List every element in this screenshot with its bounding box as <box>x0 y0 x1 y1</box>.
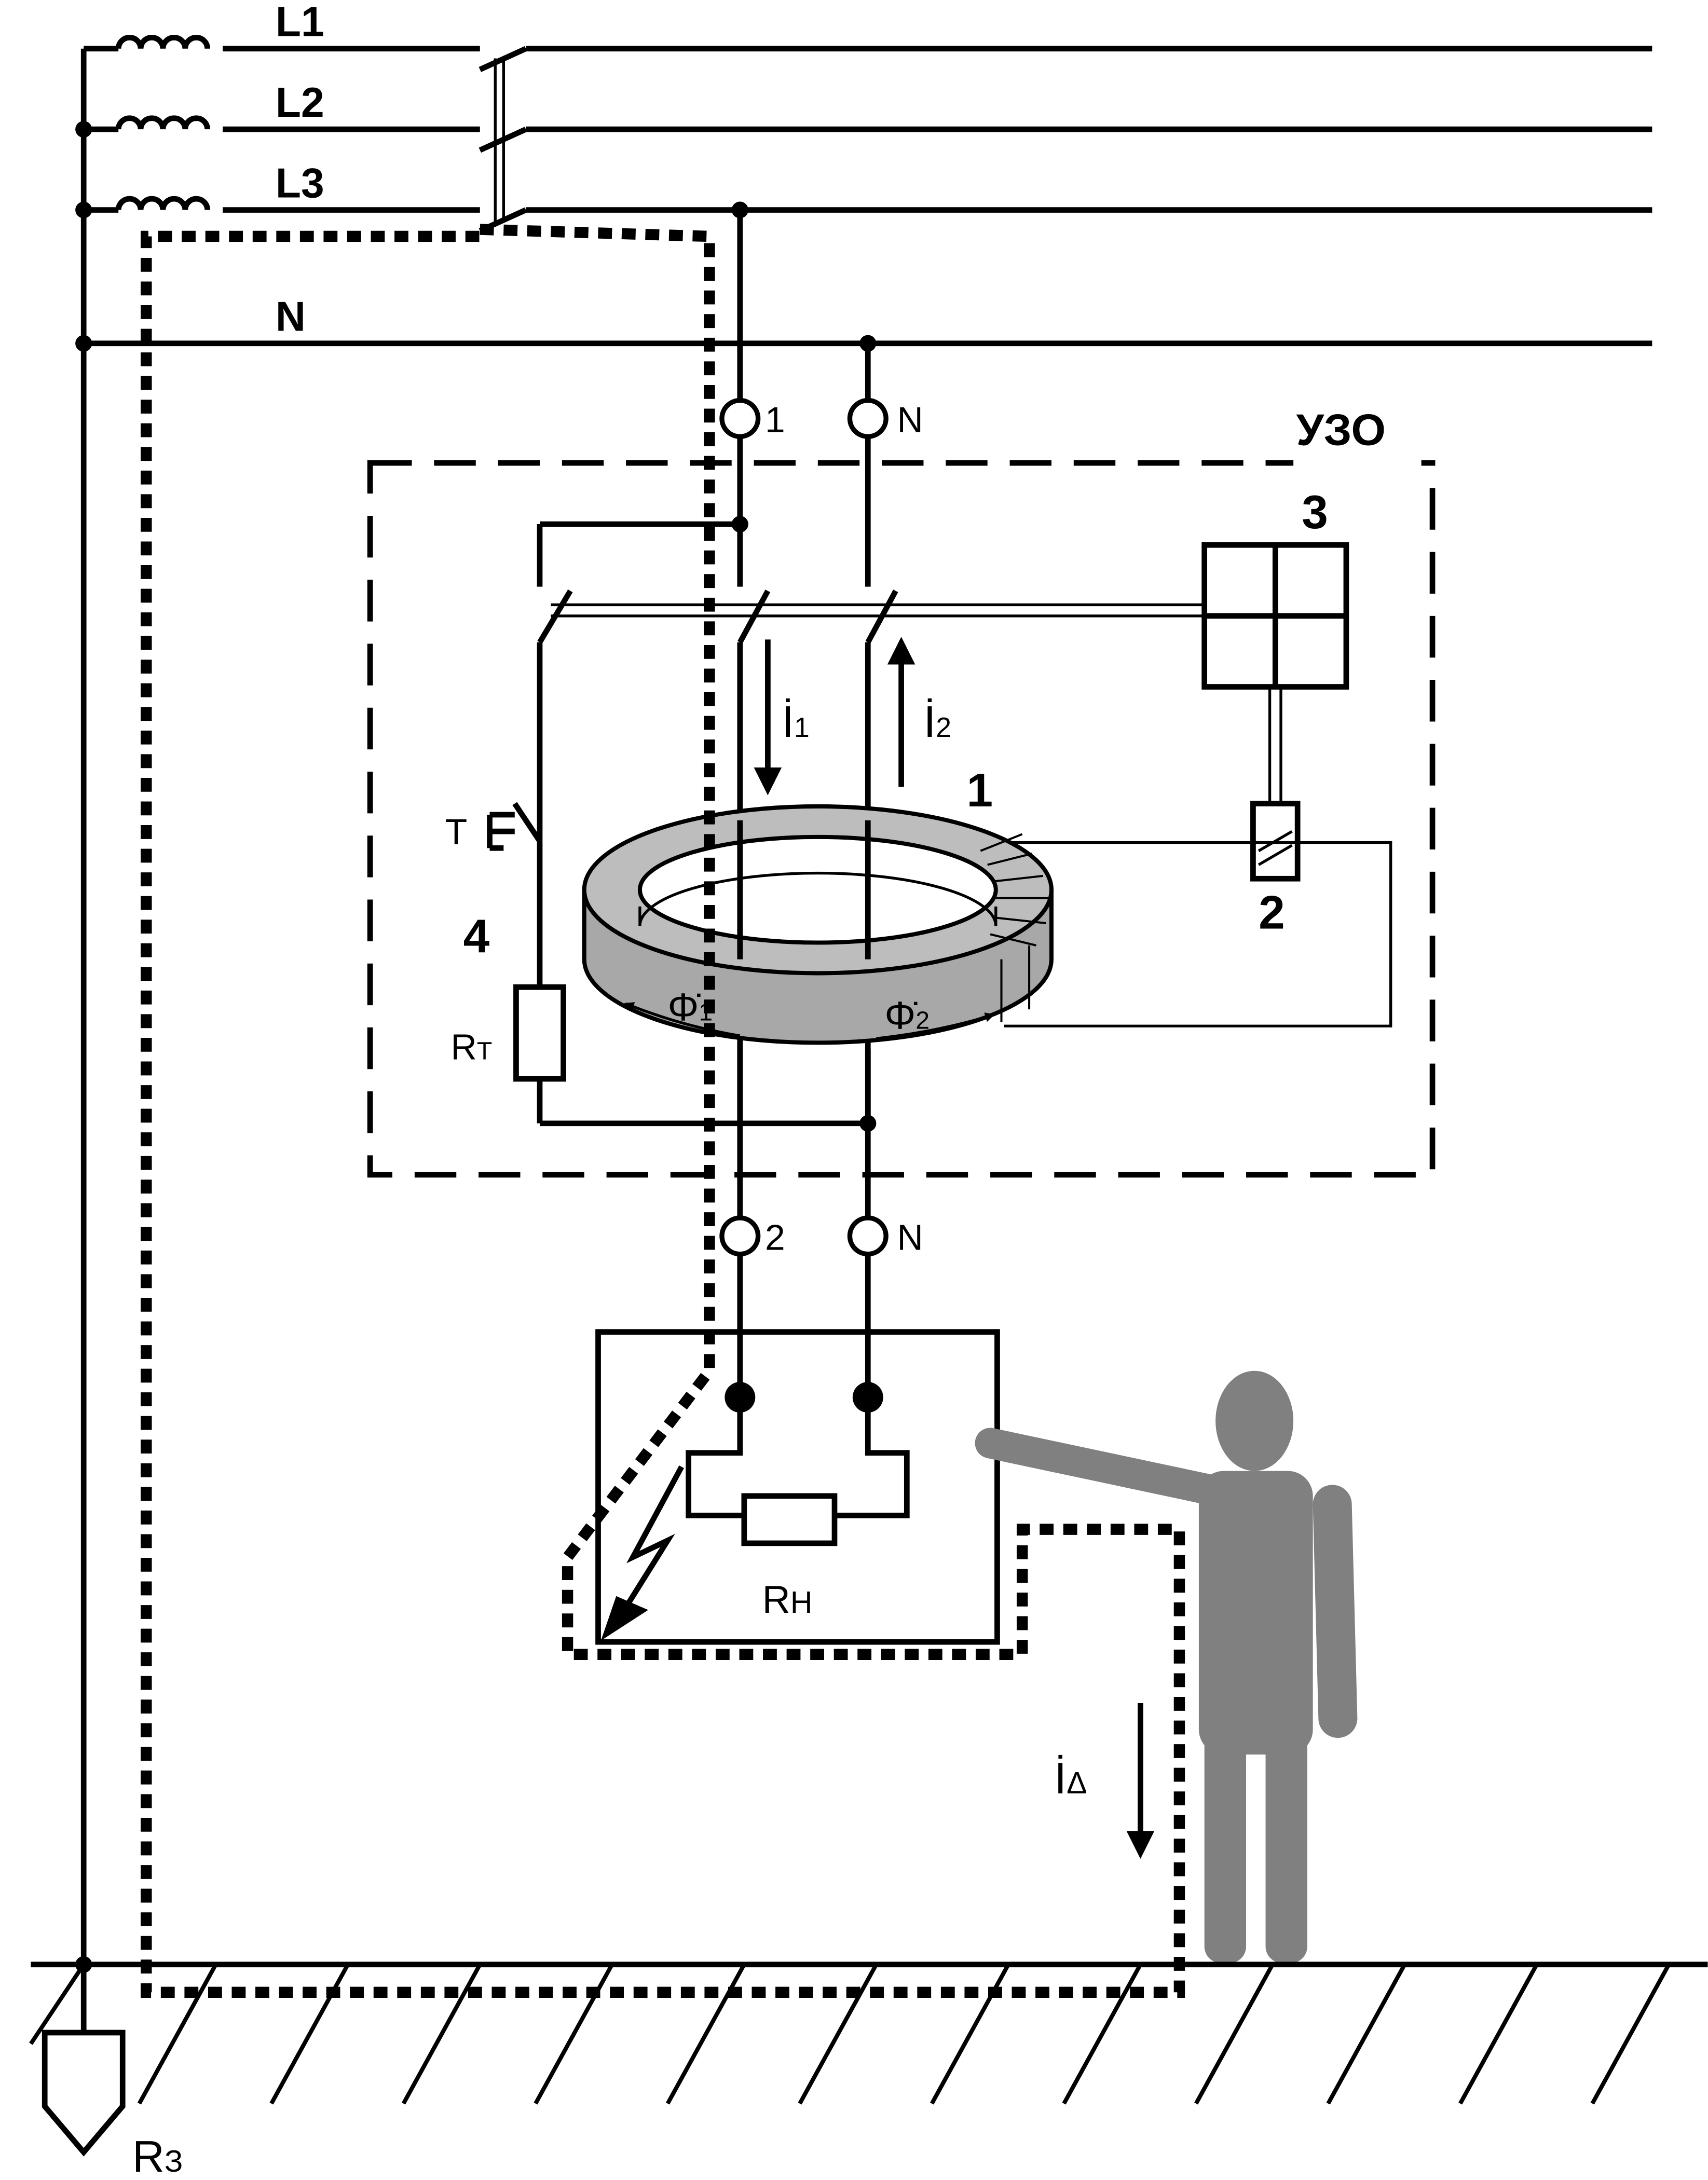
load-circuit <box>686 1397 910 1518</box>
toroid-core <box>582 804 1054 1045</box>
relay-link <box>1268 687 1282 804</box>
terminal-out-phase <box>719 1215 761 1257</box>
load-neutral-node <box>852 1382 883 1413</box>
l3-coil <box>115 196 211 210</box>
test-button[interactable] <box>487 812 515 851</box>
flux-2-arrow <box>876 1012 995 1040</box>
l2-coil <box>115 115 211 130</box>
terminal-out-neutral-label: N <box>897 1217 923 1258</box>
l1-coil <box>115 35 211 49</box>
label-n: N <box>276 294 306 340</box>
fault-current-label: İΔ <box>1054 1753 1087 1803</box>
bus-junctions <box>75 121 877 352</box>
terminal-out-phase-label: 2 <box>765 1217 785 1258</box>
rcd-title: УЗО <box>1296 405 1386 455</box>
load-phase-node <box>725 1382 756 1413</box>
ground-hatching <box>29 1963 1671 2105</box>
person-figure <box>975 1370 1358 1964</box>
ground-electrode <box>42 1974 126 2157</box>
fault-bolt-head <box>600 1596 648 1641</box>
terminals <box>719 397 889 1257</box>
test-button-label: T <box>445 811 468 852</box>
terminal-in-phase <box>719 397 761 439</box>
test-circuit-number: 4 <box>463 910 490 963</box>
label-l2: L2 <box>276 79 324 126</box>
ground-junction <box>75 1956 92 1973</box>
terminal-in-neutral-label: N <box>897 400 923 440</box>
flux-1-arrow <box>624 1002 741 1037</box>
relay-number: 2 <box>1259 887 1285 939</box>
mechanism-number: 3 <box>1302 486 1328 539</box>
test-button-wire <box>512 802 542 843</box>
load-resistor <box>741 1493 838 1546</box>
trip-mechanism <box>1201 542 1349 690</box>
junction-test-top <box>731 515 748 533</box>
i1-label: İ1 <box>782 697 810 747</box>
flux-2-label: Φ̇2 <box>884 994 930 1037</box>
test-resistor-label: RТ <box>451 1027 493 1067</box>
secondary-winding-wires <box>1001 841 1392 1027</box>
terminal-in-phase-label: 1 <box>765 400 785 440</box>
load-label: RН <box>762 1578 813 1621</box>
label-l1: L1 <box>276 0 324 46</box>
rcd-boundary <box>367 460 1436 1178</box>
secondary-winding <box>980 833 1049 1022</box>
label-l3: L3 <box>276 160 324 207</box>
terminal-out-neutral <box>847 1215 889 1257</box>
terminal-in-neutral <box>847 397 889 439</box>
flux-1-label: Φ̇1 <box>667 985 713 1029</box>
fault-current-path <box>141 224 1185 1998</box>
rcd-title-mask <box>1293 447 1422 476</box>
test-resistor <box>513 984 566 1082</box>
ground-label: RЗ <box>132 2132 183 2180</box>
transformer-number: 1 <box>967 764 993 817</box>
fault-bolt <box>609 1465 684 1631</box>
core-conductors <box>737 820 871 1123</box>
i2-label: İ2 <box>923 697 951 747</box>
load-enclosure <box>595 1329 1000 1645</box>
